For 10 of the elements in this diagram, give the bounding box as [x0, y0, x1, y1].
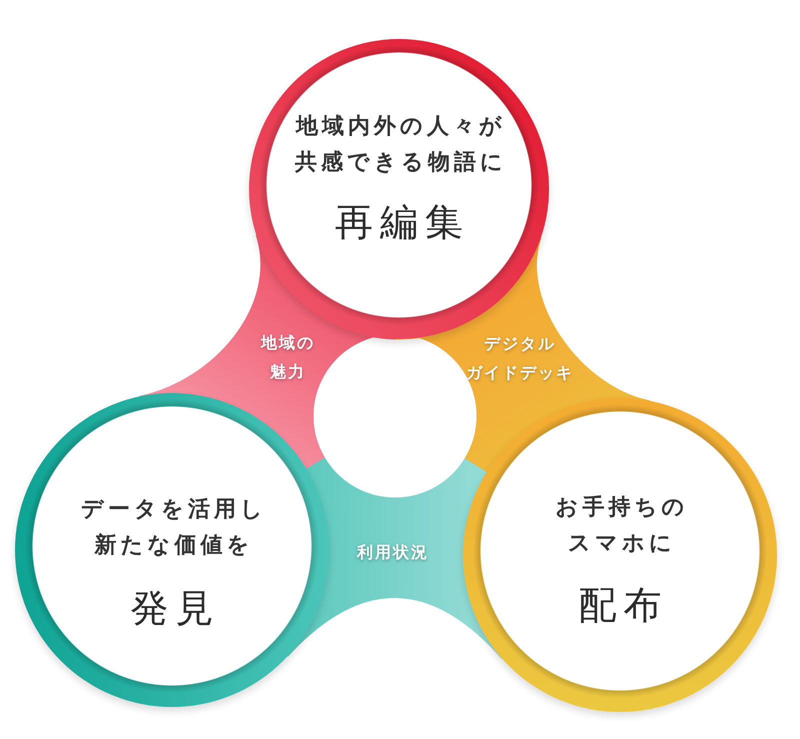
band-label: 利用状況: [356, 542, 430, 564]
circle-heading: お手持ちのスマホに: [554, 494, 690, 558]
circle-keyword: 発見: [130, 585, 220, 631]
link-band: [286, 457, 503, 660]
circle-heading: データを活用し新たな価値を: [80, 496, 268, 560]
band-label: 地域の魅力: [260, 332, 316, 383]
band-label: デジタルガイドデッキ: [465, 333, 575, 384]
circle-keyword: 再編集: [334, 199, 470, 245]
circle-keyword: 配布: [578, 582, 668, 628]
circle-heading: 地域内外の人々が共感できる物語に: [294, 113, 508, 177]
